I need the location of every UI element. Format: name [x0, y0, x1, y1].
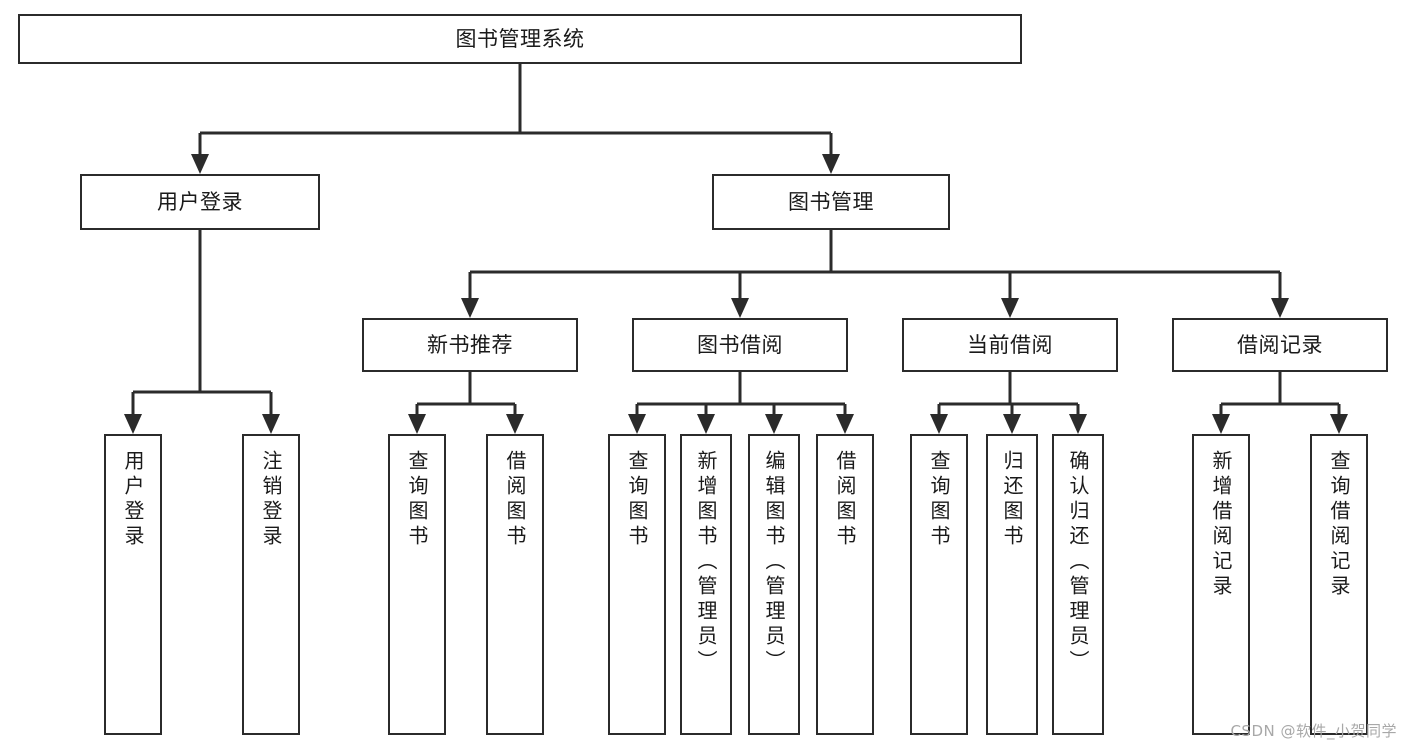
- node-borrow-record[interactable]: 借阅记录: [1172, 318, 1388, 372]
- node-label: 当前借阅: [967, 332, 1053, 357]
- node-label: 查询图书: [405, 450, 429, 550]
- leaf-return-book[interactable]: 归还图书: [986, 434, 1038, 735]
- node-label: 归还图书: [1000, 450, 1024, 550]
- leaf-query-book-2[interactable]: 查询图书: [608, 434, 666, 735]
- node-root[interactable]: 图书管理系统: [18, 14, 1022, 64]
- node-label: 图书借阅: [697, 332, 783, 357]
- node-label: 用户登录: [157, 189, 243, 214]
- node-user-login[interactable]: 用户登录: [80, 174, 320, 230]
- node-label: 查询图书: [625, 450, 649, 550]
- leaf-user-login[interactable]: 用户登录: [104, 434, 162, 735]
- leaf-borrow-book-1[interactable]: 借阅图书: [486, 434, 544, 735]
- node-label: 借阅图书: [833, 450, 857, 550]
- leaf-logout[interactable]: 注销登录: [242, 434, 300, 735]
- node-label: 用户登录: [121, 450, 145, 550]
- leaf-edit-book[interactable]: 编辑图书（管理员）: [748, 434, 800, 735]
- node-label: 新增借阅记录: [1209, 450, 1233, 600]
- leaf-query-book-1[interactable]: 查询图书: [388, 434, 446, 735]
- node-label: 查询借阅记录: [1327, 450, 1351, 600]
- node-label: 编辑图书（管理员）: [762, 450, 786, 675]
- watermark: CSDN @软件_小贺同学: [1230, 722, 1397, 740]
- leaf-confirm-return[interactable]: 确认归还（管理员）: [1052, 434, 1104, 735]
- node-label: 借阅记录: [1237, 332, 1323, 357]
- node-label: 新增图书（管理员）: [694, 450, 718, 675]
- node-current-borrow[interactable]: 当前借阅: [902, 318, 1118, 372]
- node-book-borrow[interactable]: 图书借阅: [632, 318, 848, 372]
- node-label: 注销登录: [259, 450, 283, 550]
- leaf-add-record[interactable]: 新增借阅记录: [1192, 434, 1250, 735]
- node-new-book-recommend[interactable]: 新书推荐: [362, 318, 578, 372]
- leaf-query-book-3[interactable]: 查询图书: [910, 434, 968, 735]
- node-label: 图书管理系统: [455, 26, 585, 51]
- node-label: 确认归还（管理员）: [1066, 450, 1090, 675]
- leaf-borrow-book-2[interactable]: 借阅图书: [816, 434, 874, 735]
- node-label: 图书管理: [788, 189, 874, 214]
- leaf-add-book[interactable]: 新增图书（管理员）: [680, 434, 732, 735]
- node-label: 借阅图书: [503, 450, 527, 550]
- node-book-manage[interactable]: 图书管理: [712, 174, 950, 230]
- leaf-query-record[interactable]: 查询借阅记录: [1310, 434, 1368, 735]
- node-label: 新书推荐: [427, 332, 513, 357]
- node-label: 查询图书: [927, 450, 951, 550]
